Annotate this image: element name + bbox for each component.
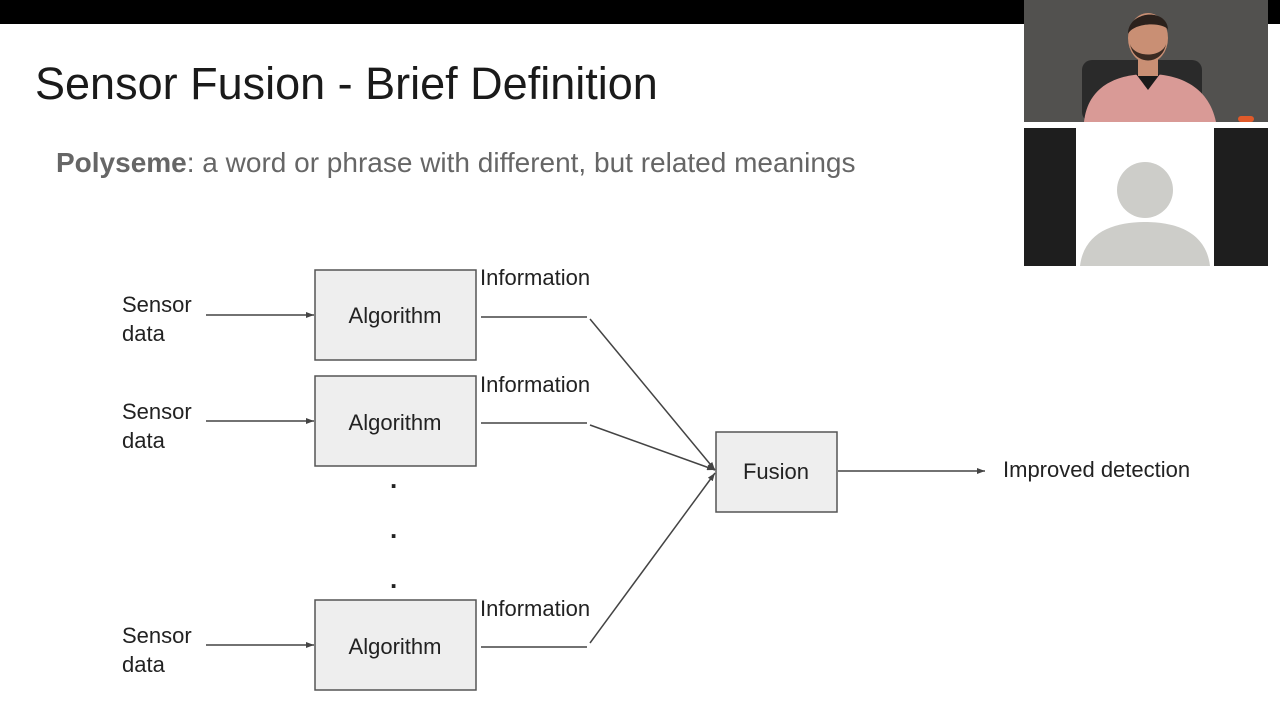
algorithm-box xyxy=(314,599,477,691)
result-label: Improved detection xyxy=(1003,457,1190,482)
definition-term: Polyseme xyxy=(56,147,187,178)
definition-text: : a word or phrase with different, but r… xyxy=(186,147,856,178)
information-label: Information xyxy=(480,596,590,621)
participant-video-tile[interactable] xyxy=(1024,128,1268,266)
user-avatar-icon xyxy=(1080,162,1210,266)
converge-arrow-2 xyxy=(589,424,716,471)
person-video-icon xyxy=(1024,0,1268,122)
algorithm-label: Algorithm xyxy=(349,410,442,435)
ellipsis-dot: . xyxy=(390,464,397,494)
input-row-2: Sensor data Algorithm Information xyxy=(122,372,590,467)
information-label: Information xyxy=(480,372,590,397)
sensor-data-label-line2: data xyxy=(122,321,166,346)
definition-line: Polyseme: a word or phrase with differen… xyxy=(56,147,856,179)
input-row-3: Sensor data Algorithm Information xyxy=(122,596,590,691)
algorithm-label: Algorithm xyxy=(349,303,442,328)
information-label: Information xyxy=(480,265,590,290)
slide-title: Sensor Fusion - Brief Definition xyxy=(35,58,658,109)
ellipsis-dot: . xyxy=(390,514,397,544)
ellipsis: . . . xyxy=(390,464,397,594)
fusion-label: Fusion xyxy=(743,459,809,484)
converge-arrow-3 xyxy=(589,472,716,644)
sensor-data-label-line2: data xyxy=(122,652,166,677)
sensor-data-label-line2: data xyxy=(122,428,166,453)
input-row-1: Sensor data Algorithm Information xyxy=(122,265,590,361)
sensor-data-label-line1: Sensor xyxy=(122,292,192,317)
algorithm-box xyxy=(314,375,477,467)
algorithm-label: Algorithm xyxy=(349,634,442,659)
fusion-box xyxy=(715,431,838,513)
presenter-video-tile[interactable] xyxy=(1024,0,1268,122)
algorithm-box xyxy=(314,269,477,361)
sensor-data-label-line1: Sensor xyxy=(122,623,192,648)
ellipsis-dot: . xyxy=(390,564,397,594)
sensor-data-label-line1: Sensor xyxy=(122,399,192,424)
converge-arrow-1 xyxy=(589,318,716,471)
